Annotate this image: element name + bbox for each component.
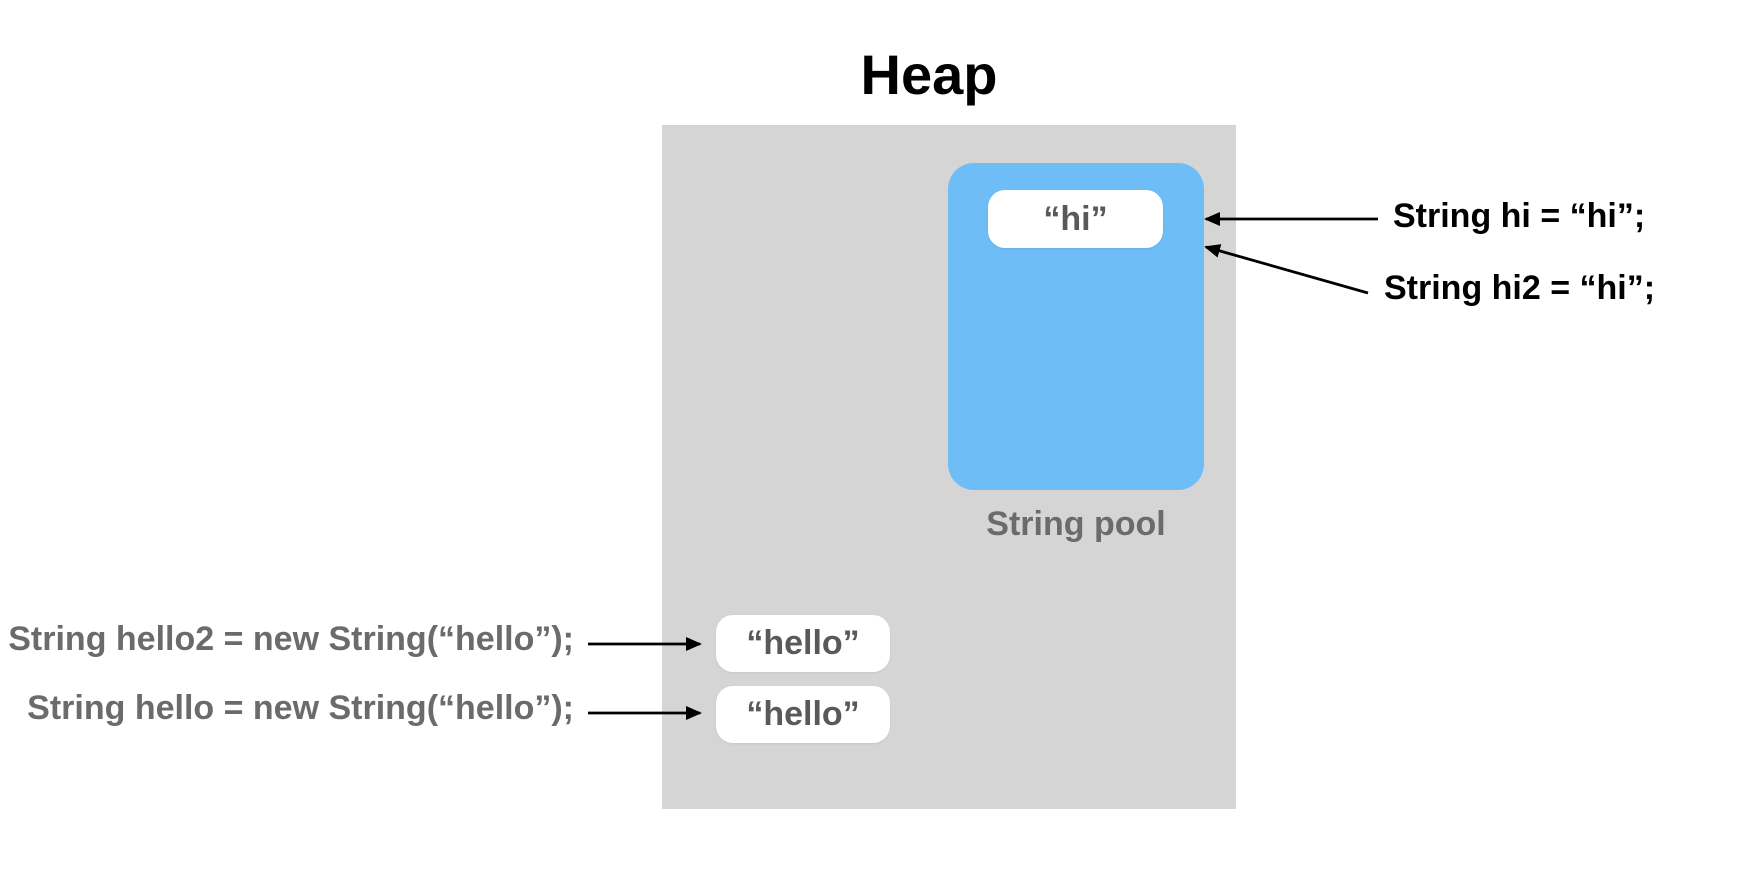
string-object-hi: “hi” — [988, 190, 1163, 248]
string-pool-label: String pool — [986, 505, 1166, 543]
string-object-hello2: “hello” — [716, 615, 890, 672]
string-object-hello: “hello” — [716, 686, 890, 743]
code-label-hello2: String hello2 = new String(“hello”); — [8, 620, 574, 658]
heap-title: Heap — [860, 43, 998, 106]
code-label-hi2: String hi2 = “hi”; — [1384, 269, 1656, 307]
code-label-hi: String hi = “hi”; — [1393, 197, 1646, 235]
code-label-hello: String hello = new String(“hello”); — [27, 689, 574, 727]
